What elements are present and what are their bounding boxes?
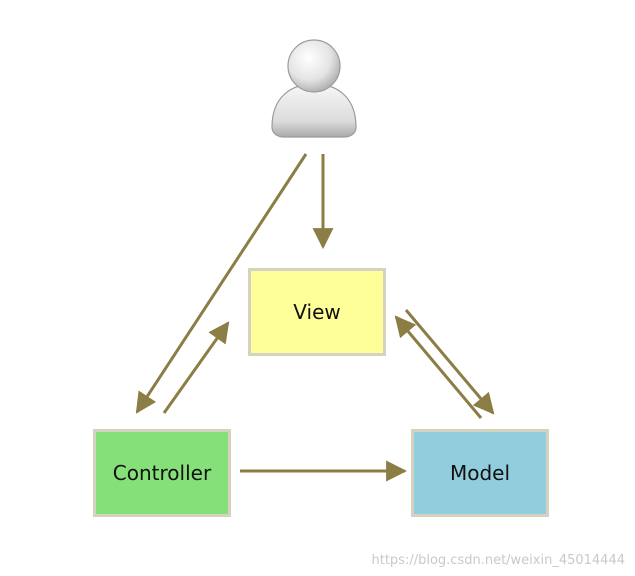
edge-user-to-controller [135, 153, 308, 414]
edge-view-to-model [404, 309, 495, 415]
watermark-url: https://blog.csdn.net/weixin_45014444 [371, 553, 625, 568]
controller-node: Controller [93, 429, 231, 517]
user-icon [271, 39, 357, 138]
edges [135, 153, 495, 482]
model-node: Model [411, 429, 549, 517]
edge-model-to-view [394, 315, 483, 419]
model-label: Model [449, 461, 511, 485]
controller-label: Controller [112, 461, 212, 485]
view-node: View [248, 268, 386, 356]
edge-controller-to-view [162, 321, 230, 414]
view-label: View [293, 300, 341, 324]
